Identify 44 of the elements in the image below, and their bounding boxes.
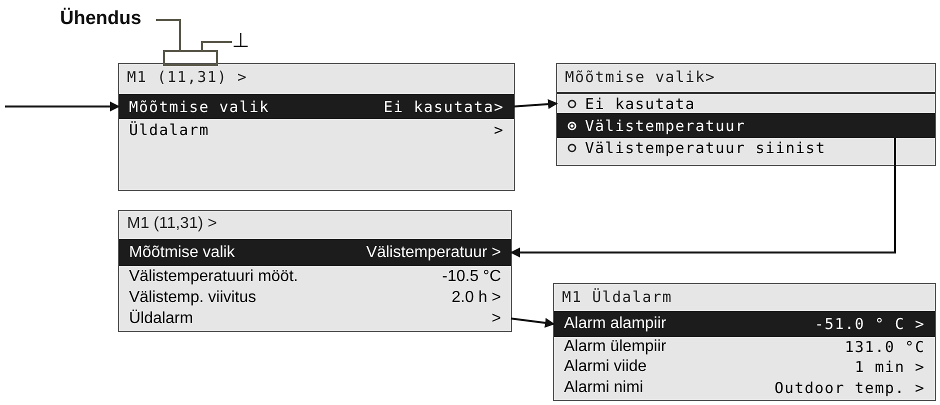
menu-label: Välistemperatuuri mööt.	[129, 268, 298, 286]
arrow	[510, 138, 896, 258]
display-screen	[118, 63, 515, 191]
menu-label: Välistemp. viivitus	[129, 288, 256, 306]
menu-label: Ei kasutata	[585, 94, 696, 112]
screen-title: M1 Üldalarm	[562, 288, 672, 306]
menu-label: Välistemperatuur siinist	[585, 139, 826, 157]
menu-value: 131.0 °C	[844, 338, 925, 356]
menu-label: Alarmi viide	[564, 358, 647, 376]
menu-value: Outdoor temp. >	[774, 378, 925, 396]
menu-label: Üldalarm	[129, 310, 194, 328]
menu-value: Välistemperatuur >	[366, 244, 501, 262]
selected-menu-row	[119, 239, 511, 266]
menu-label: Üldalarm	[129, 121, 210, 139]
selected-menu-row	[119, 94, 514, 119]
display-screen	[556, 63, 936, 166]
leader-line	[156, 19, 181, 50]
menu-label: Alarmi nimi	[564, 378, 644, 396]
display-screen	[118, 210, 512, 332]
arrow	[514, 99, 558, 110]
ground-symbol: ⊥	[232, 28, 252, 52]
menu-label: Välistemperatuur	[585, 116, 746, 134]
display-screen	[553, 283, 936, 401]
menu-value: -10.5 °C	[442, 268, 501, 286]
menu-value: >	[494, 121, 504, 139]
menu-value: -51.0 ° C >	[814, 315, 925, 333]
selected-menu-row	[557, 113, 935, 138]
menu-value: >	[492, 310, 501, 328]
arrow	[5, 102, 120, 112]
leader-line	[201, 41, 232, 50]
highlight-frame	[163, 50, 218, 66]
menu-value: 1 min >	[854, 358, 925, 376]
menu-label: Mõõtmise valik	[129, 98, 270, 116]
selected-menu-row	[554, 311, 935, 337]
screen-title: Mõõtmise valik>	[565, 68, 716, 86]
menu-value: 2.0 h >	[452, 288, 501, 306]
menu-label: Mõõtmise valik	[129, 244, 235, 262]
arrow	[510, 318, 555, 328]
menu-label: Alarm alampiir	[564, 315, 666, 333]
menu-value: Ei kasutata>	[384, 98, 504, 116]
screen-title: M1 (11,31) >	[127, 68, 248, 86]
screen-title: M1 (11,31) >	[127, 215, 217, 233]
heading-label: Ühendus	[60, 8, 156, 32]
menu-label: Alarm ülempiir	[564, 338, 666, 356]
